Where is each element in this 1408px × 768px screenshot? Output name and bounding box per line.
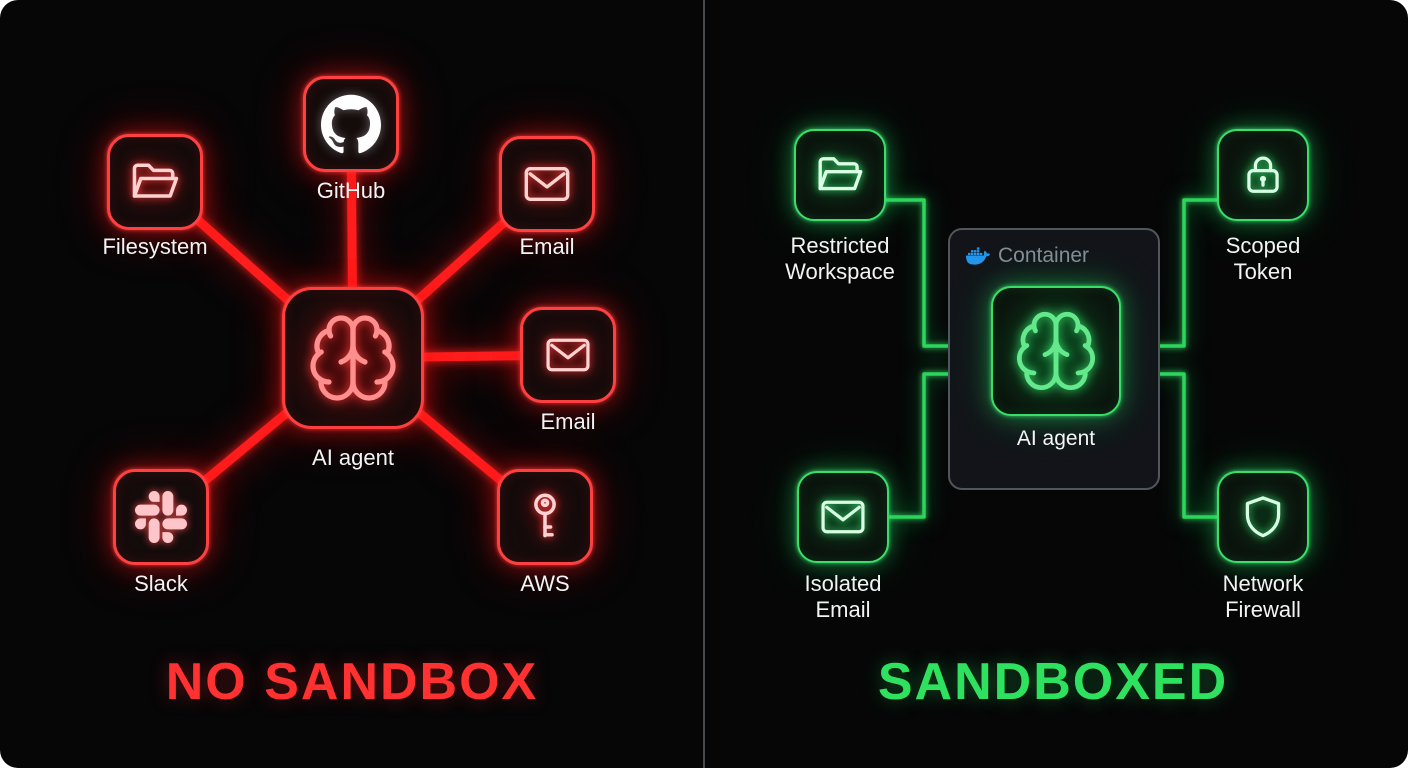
aws-node [497,469,593,565]
key-icon [534,493,556,538]
restricted-workspace-label: Restricted Workspace [785,233,895,285]
email-top-node [499,136,595,232]
slack-node [113,469,209,565]
filesystem-node [107,134,203,230]
email-icon [524,167,570,201]
lock-icon [1247,156,1279,193]
network-firewall-node [1217,471,1309,563]
ai-agent-label-right: AI agent [1016,427,1096,450]
slack-icon [135,491,187,543]
brain-icon [310,315,396,401]
left-panel-title: NO SANDBOX [165,653,539,711]
github-node [303,76,399,172]
github-label: GitHub [316,178,386,203]
email-right-label: Email [540,409,596,434]
github-icon [321,94,381,154]
email-icon [546,338,590,372]
isolated-email-node [797,471,889,563]
ai-agent-node-right [991,286,1121,416]
email-top-label: Email [519,234,575,259]
slack-label: Slack [134,571,188,596]
right-panel-title: SANDBOXED [877,653,1229,711]
docker-icon [966,247,990,265]
ai-agent-node-left [282,287,424,429]
email-icon [821,500,865,534]
aws-label: AWS [520,571,570,596]
restricted-workspace-node [794,129,886,221]
scoped-token-label: Scoped Token [1225,233,1301,285]
shield-icon [1245,496,1281,538]
container-label: Container [998,244,1090,267]
network-firewall-label: Network Firewall [1222,571,1304,623]
isolated-email-label: Isolated Email [804,571,882,623]
ai-agent-label-left: AI agent [312,445,394,470]
folder-icon [818,157,863,191]
folder-icon [132,163,179,198]
scoped-token-node [1217,129,1309,221]
filesystem-label: Filesystem [102,234,208,259]
email-right-node [520,307,616,403]
brain-icon [1016,311,1096,391]
container-box: Container AI agent [948,228,1160,490]
container-header: Container [966,244,1089,268]
panel-divider [703,0,705,768]
